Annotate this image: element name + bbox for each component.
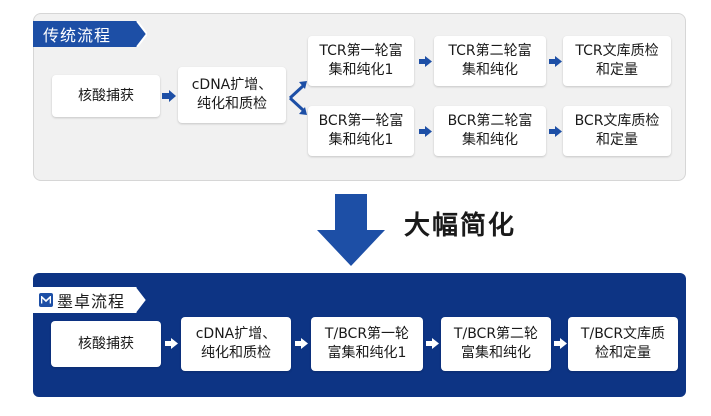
step-capture-label: 核酸捕获 [78, 87, 134, 104]
step-tcr-library-qc: TCR文库质检 和定量 [563, 36, 671, 86]
step-bcr-round2: BCR第二轮富 集和纯化 [434, 106, 546, 156]
traditional-workflow-tag: 传统流程 [33, 21, 147, 47]
branch-arrows-icon [288, 81, 307, 115]
mz-step-tbcr-round2: T/BCR第二轮 富集和纯化 [441, 317, 551, 371]
mz-step-tbcr-library-qc: T/BCR文库质 检和定量 [568, 317, 678, 371]
mozhuo-logo-icon [39, 293, 53, 307]
arrow-right-icon [549, 56, 562, 67]
mz-step-capture: 核酸捕获 [51, 321, 161, 367]
arrow-right-icon [295, 338, 308, 349]
mz-step-amplify-label: cDNA扩增、 纯化和质检 [195, 326, 277, 361]
mz-step-tbcr-round1-label: T/BCR第一轮 富集和纯化1 [324, 326, 410, 361]
mz-step-tbcr-round1: T/BCR第一轮 富集和纯化1 [311, 317, 423, 371]
step-bcr-library-qc: BCR文库质检 和定量 [563, 106, 671, 156]
mz-step-tbcr-round2-label: T/BCR第二轮 富集和纯化 [453, 326, 539, 361]
traditional-workflow-title: 传统流程 [43, 26, 112, 45]
step-capture: 核酸捕获 [52, 75, 160, 117]
arrow-right-icon [162, 90, 176, 102]
step-tcr-library-qc-label: TCR文库质检 和定量 [575, 43, 659, 78]
mozhuo-workflow-tag: 墨卓流程 [33, 287, 147, 313]
arrow-right-icon [419, 56, 432, 67]
step-tcr-round2-label: TCR第二轮富 集和纯化 [448, 43, 532, 78]
arrow-right-icon [426, 338, 439, 349]
mz-step-capture-label: 核酸捕获 [78, 335, 134, 352]
mozhuo-workflow-title: 墨卓流程 [57, 292, 126, 311]
step-bcr-round1-label: BCR第一轮富 集和纯化1 [318, 113, 404, 148]
step-bcr-round2-label: BCR第二轮富 集和纯化 [447, 113, 533, 148]
down-arrow-icon [317, 194, 385, 266]
arrow-right-icon [554, 338, 567, 349]
mz-step-tbcr-library-qc-label: T/BCR文库质 检和定量 [580, 326, 666, 361]
step-bcr-round1: BCR第一轮富 集和纯化1 [308, 106, 414, 156]
simplification-label: 大幅简化 [404, 211, 517, 241]
step-bcr-library-qc-label: BCR文库质检 和定量 [574, 113, 660, 148]
step-tcr-round1: TCR第一轮富 集和纯化1 [308, 36, 414, 86]
step-amplify-label: cDNA扩增、 纯化和质检 [191, 77, 273, 112]
arrow-right-icon [165, 338, 178, 349]
mz-step-amplify: cDNA扩增、 纯化和质检 [181, 317, 291, 371]
step-tcr-round1-label: TCR第一轮富 集和纯化1 [319, 43, 403, 78]
arrow-right-icon [419, 126, 432, 137]
step-tcr-round2: TCR第二轮富 集和纯化 [434, 36, 546, 86]
step-amplify: cDNA扩增、 纯化和质检 [178, 67, 286, 123]
arrow-right-icon [549, 126, 562, 137]
